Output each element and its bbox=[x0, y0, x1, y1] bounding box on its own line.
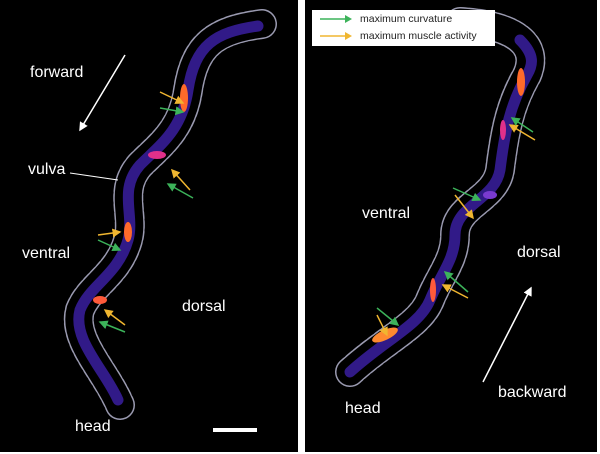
orange-arrow-icon bbox=[320, 32, 352, 40]
label-ventral: ventral bbox=[362, 205, 411, 222]
legend-label: maximum curvature bbox=[360, 13, 453, 25]
green-arrow-icon bbox=[320, 15, 352, 23]
legend-label: maximum muscle activity bbox=[360, 30, 477, 42]
label-dorsal: dorsal bbox=[182, 298, 226, 315]
legend-item-curvature: maximum curvature bbox=[320, 13, 452, 25]
label-head: head bbox=[75, 418, 111, 435]
forward-arrow-icon bbox=[79, 54, 126, 132]
curvature-arrows bbox=[376, 117, 536, 337]
label-vulva: vulva bbox=[28, 161, 66, 178]
label-forward: forward bbox=[30, 64, 84, 81]
label-head: head bbox=[345, 400, 381, 417]
label-backward: backward bbox=[498, 384, 567, 401]
legend-item-muscle: maximum muscle activity bbox=[320, 30, 477, 42]
left-panel: forward vulva ventral dorsal head bbox=[0, 0, 298, 452]
label-ventral: ventral bbox=[22, 245, 71, 262]
backward-arrow-icon bbox=[482, 286, 532, 383]
legend: maximum curvature maximum muscle activit… bbox=[312, 10, 495, 46]
vulva-pointer bbox=[69, 172, 119, 181]
label-dorsal: dorsal bbox=[517, 244, 561, 261]
right-panel: ventral dorsal backward head bbox=[305, 0, 597, 452]
left-worm-image bbox=[63, 9, 277, 432]
curvature-arrows bbox=[97, 91, 194, 333]
right-worm-image bbox=[335, 7, 546, 387]
